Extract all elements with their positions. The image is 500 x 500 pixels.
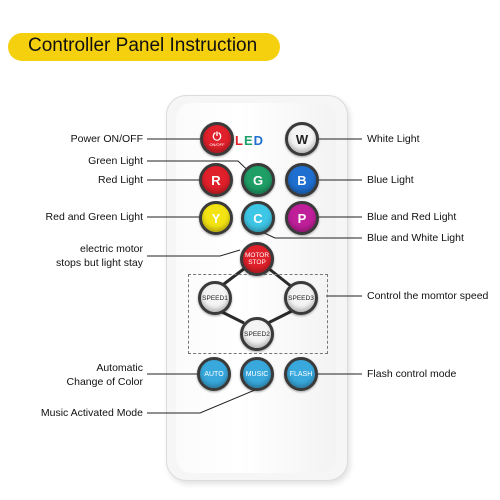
label-motor-line1: electric motor [79, 243, 143, 255]
label-blue-red: Blue and Red Light [367, 211, 457, 223]
page-title: Controller Panel Instruction [28, 35, 258, 56]
led-letter-e: E [243, 133, 254, 148]
label-flash-mode: Flash control mode [367, 368, 457, 380]
power-sublabel: ON/OFF [209, 141, 225, 147]
blue-light-button[interactable]: B [285, 163, 319, 197]
label-auto-line1: Automatic [96, 362, 143, 374]
label-power: Power ON/OFF [70, 133, 143, 145]
green-light-button[interactable]: G [241, 163, 275, 197]
white-light-button[interactable]: W [285, 122, 319, 156]
red-green-button[interactable]: Y [199, 201, 233, 235]
led-logo: LED [235, 133, 264, 148]
blue-red-button[interactable]: P [285, 201, 319, 235]
power-icon: ⏻ [212, 130, 222, 143]
speed3-button[interactable]: SPEED3 [284, 281, 318, 315]
label-motor-line2: stops but light stay [56, 257, 143, 269]
motor-stop-button[interactable]: MOTOR STOP [240, 242, 274, 276]
label-white-light: White Light [367, 133, 420, 145]
music-button[interactable]: MUSIC [240, 357, 274, 391]
red-light-button[interactable]: R [199, 163, 233, 197]
label-auto-line2: Change of Color [66, 376, 143, 388]
led-letter-l: L [235, 133, 244, 148]
label-red-green: Red and Green Light [45, 211, 143, 223]
title-banner [8, 33, 280, 61]
label-motor-speed: Control the momtor speed [367, 290, 489, 302]
speed2-button[interactable]: SPEED2 [240, 317, 274, 351]
blue-white-button[interactable]: C [241, 201, 275, 235]
flash-button[interactable]: FLASH [284, 357, 318, 391]
label-blue-white: Blue and White Light [367, 232, 464, 244]
label-music-mode: Music Activated Mode [40, 407, 143, 419]
speed1-button[interactable]: SPEED1 [198, 281, 232, 315]
power-button[interactable]: ⏻ ON/OFF [200, 122, 234, 156]
label-red-light: Red Light [98, 174, 143, 186]
label-green-light: Green Light [88, 155, 143, 167]
label-blue-light: Blue Light [367, 174, 414, 186]
led-letter-d: D [253, 133, 265, 148]
auto-button[interactable]: AUTO [197, 357, 231, 391]
